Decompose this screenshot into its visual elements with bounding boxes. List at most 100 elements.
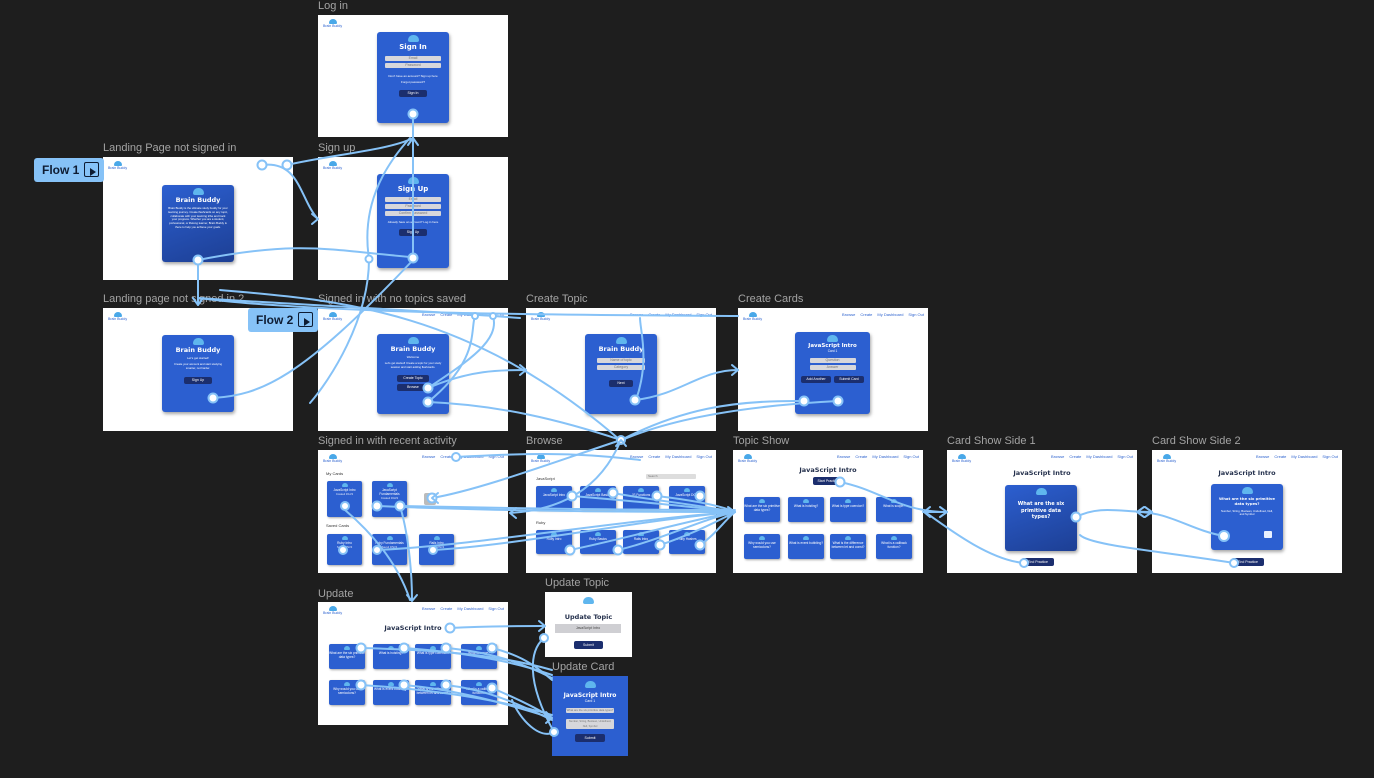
nav-dashboard[interactable]: My Dashboard xyxy=(1086,454,1113,459)
flow-2-tag[interactable]: Flow 2 xyxy=(248,308,318,332)
nav-dashboard[interactable]: My Dashboard xyxy=(457,606,484,611)
frame-label-createcards[interactable]: Create Cards xyxy=(738,293,804,305)
frame-label-landing2[interactable]: Landing page not signed in 2 xyxy=(103,293,245,305)
email-field[interactable]: Email xyxy=(385,56,441,61)
browse-button[interactable]: Browse xyxy=(397,383,429,391)
submit-card-button[interactable]: Submit Card xyxy=(834,376,864,383)
topic-name-input[interactable]: JavaScript Intro xyxy=(555,624,621,633)
topic-name-input[interactable]: Name of topic xyxy=(597,358,645,363)
play-flow-icon[interactable] xyxy=(298,312,313,327)
nav-create[interactable]: Create xyxy=(1069,454,1082,459)
flashcard-tile[interactable]: What are the six primitive data types? xyxy=(744,497,780,522)
edit-card-tile[interactable]: What is hoisting? xyxy=(373,644,409,669)
nav-signout[interactable]: Sign Out xyxy=(696,454,712,459)
update-topic-title[interactable]: JavaScript Intro xyxy=(384,624,442,632)
confirm-password-field[interactable]: Confirm Password xyxy=(385,211,441,216)
nav-create[interactable]: Create xyxy=(648,454,661,459)
next-button[interactable]: Next xyxy=(609,380,633,387)
frame-label-side2[interactable]: Card Show Side 2 xyxy=(1152,435,1241,447)
frame-label-createtopic[interactable]: Create Topic xyxy=(526,293,588,305)
frame-label-recent[interactable]: Signed in with recent activity xyxy=(318,435,457,447)
end-practice-button[interactable]: End Practice xyxy=(1232,558,1264,566)
browse-ruby-card[interactable]: Rails Intro xyxy=(623,530,659,554)
nav-create[interactable]: Create xyxy=(855,454,868,459)
browse-ruby-card[interactable]: Ruby Intro xyxy=(536,530,572,554)
edit-card-tile[interactable]: What are the six primitive data types? xyxy=(329,644,365,669)
forgot-link[interactable]: Forgot password? xyxy=(400,80,425,84)
nav-dashboard[interactable]: My Dashboard xyxy=(877,312,904,317)
end-practice-button[interactable]: End Practice xyxy=(1022,558,1054,566)
start-practice-button[interactable]: Start Practice xyxy=(813,477,843,485)
password-field[interactable]: Password xyxy=(385,204,441,209)
login-note[interactable]: Already have an account? Log in here xyxy=(387,220,439,224)
flashcard-tile[interactable]: What is type coercion? xyxy=(830,497,866,522)
nav-dashboard[interactable]: My Dashboard xyxy=(872,454,899,459)
add-another-button[interactable]: Add Another xyxy=(801,376,831,383)
edit-card-tile[interactable]: What is scope? xyxy=(461,644,497,669)
nav-browse[interactable]: Browse xyxy=(630,312,644,317)
frame-label-browse[interactable]: Browse xyxy=(526,435,563,447)
nav-dashboard[interactable]: My Dashboard xyxy=(665,454,692,459)
frame-label-login[interactable]: Log in xyxy=(318,0,348,12)
question-input[interactable]: What are the six primitive data types? xyxy=(566,708,614,713)
thumbs-down-icon[interactable]: ✖ xyxy=(1220,531,1226,538)
nav-create[interactable]: Create xyxy=(440,454,453,459)
flashcard-tile[interactable]: Why would you use semicolons? xyxy=(744,534,780,559)
edit-card-tile[interactable]: What is the difference between let and c… xyxy=(415,680,451,705)
frame-landing[interactable]: Brain Buddy Brain Buddy Brain Buddy is t… xyxy=(103,157,293,280)
question-input[interactable]: Question xyxy=(809,358,856,363)
browse-js-card[interactable]: JavaScript Basics xyxy=(580,486,616,510)
browse-js-card[interactable]: JavaScript Intro xyxy=(536,486,572,510)
flashcard-back[interactable]: What are the six primitive data types? N… xyxy=(1211,484,1283,550)
nav-signout[interactable]: Sign Out xyxy=(488,312,504,317)
add-topic-button[interactable]: + xyxy=(424,493,436,505)
create-topic-button[interactable]: Create Topic xyxy=(397,374,429,382)
nav-browse[interactable]: Browse xyxy=(837,454,851,459)
nav-create[interactable]: Create xyxy=(440,312,453,317)
flashcard-front[interactable]: What are the six primitive data types? xyxy=(1005,485,1077,551)
flashcard-tile[interactable]: What is a callback function? xyxy=(876,534,912,559)
nav-create[interactable]: Create xyxy=(440,606,453,611)
nav-dashboard[interactable]: My Dashboard xyxy=(457,312,484,317)
signup-note[interactable]: Don't have an account? Sign up here xyxy=(388,74,438,78)
category-select[interactable]: Category xyxy=(597,365,645,370)
nav-browse[interactable]: Browse xyxy=(422,454,436,459)
browse-js-card[interactable]: JS Functions xyxy=(623,486,659,510)
frame-label-updatecard[interactable]: Update Card xyxy=(552,661,615,673)
flashcard-tile[interactable]: What is the difference between let and c… xyxy=(830,534,866,559)
flashcard-tile[interactable]: What is hoisting? xyxy=(788,497,824,522)
browse-ruby-card[interactable]: Ruby Basics xyxy=(580,530,616,554)
landing-signup-button[interactable]: Sign Up xyxy=(184,376,212,384)
nav-browse[interactable]: Browse xyxy=(1256,454,1270,459)
nav-signout[interactable]: Sign Out xyxy=(903,454,919,459)
play-flow-icon[interactable] xyxy=(84,162,99,177)
nav-dashboard[interactable]: My Dashboard xyxy=(1291,454,1318,459)
frame-label-updatetopic[interactable]: Update Topic xyxy=(545,577,610,589)
browse-js-card[interactable]: JavaScript DOM xyxy=(669,486,705,510)
frame-signup[interactable]: Brain Buddy Sign Up Email Password Confi… xyxy=(318,157,508,280)
answer-input[interactable]: Answer xyxy=(809,365,856,370)
nav-dashboard[interactable]: My Dashboard xyxy=(457,454,484,459)
password-field[interactable]: Password xyxy=(385,63,441,68)
submit-topic-button[interactable]: Submit xyxy=(574,641,603,649)
nav-create[interactable]: Create xyxy=(1274,454,1287,459)
edit-card-tile[interactable]: Why would you use semicolons? xyxy=(329,680,365,705)
signin-button[interactable]: Sign In xyxy=(399,90,427,97)
edit-card-tile[interactable]: What is a callback function? xyxy=(461,680,497,705)
nav-browse[interactable]: Browse xyxy=(842,312,856,317)
thumbs-up-icon[interactable] xyxy=(1264,531,1272,538)
nav-dashboard[interactable]: My Dashboard xyxy=(665,312,692,317)
search-input[interactable]: Search xyxy=(646,474,696,479)
nav-signout[interactable]: Sign Out xyxy=(1322,454,1338,459)
nav-signout[interactable]: Sign Out xyxy=(696,312,712,317)
